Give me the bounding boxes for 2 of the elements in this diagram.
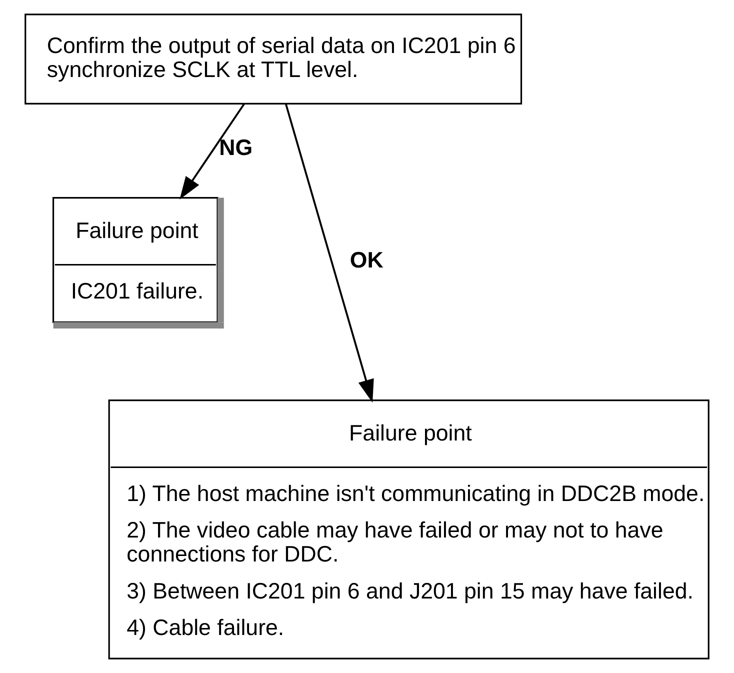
edge-label: NG bbox=[219, 135, 253, 160]
edge-label: OK bbox=[350, 247, 384, 272]
